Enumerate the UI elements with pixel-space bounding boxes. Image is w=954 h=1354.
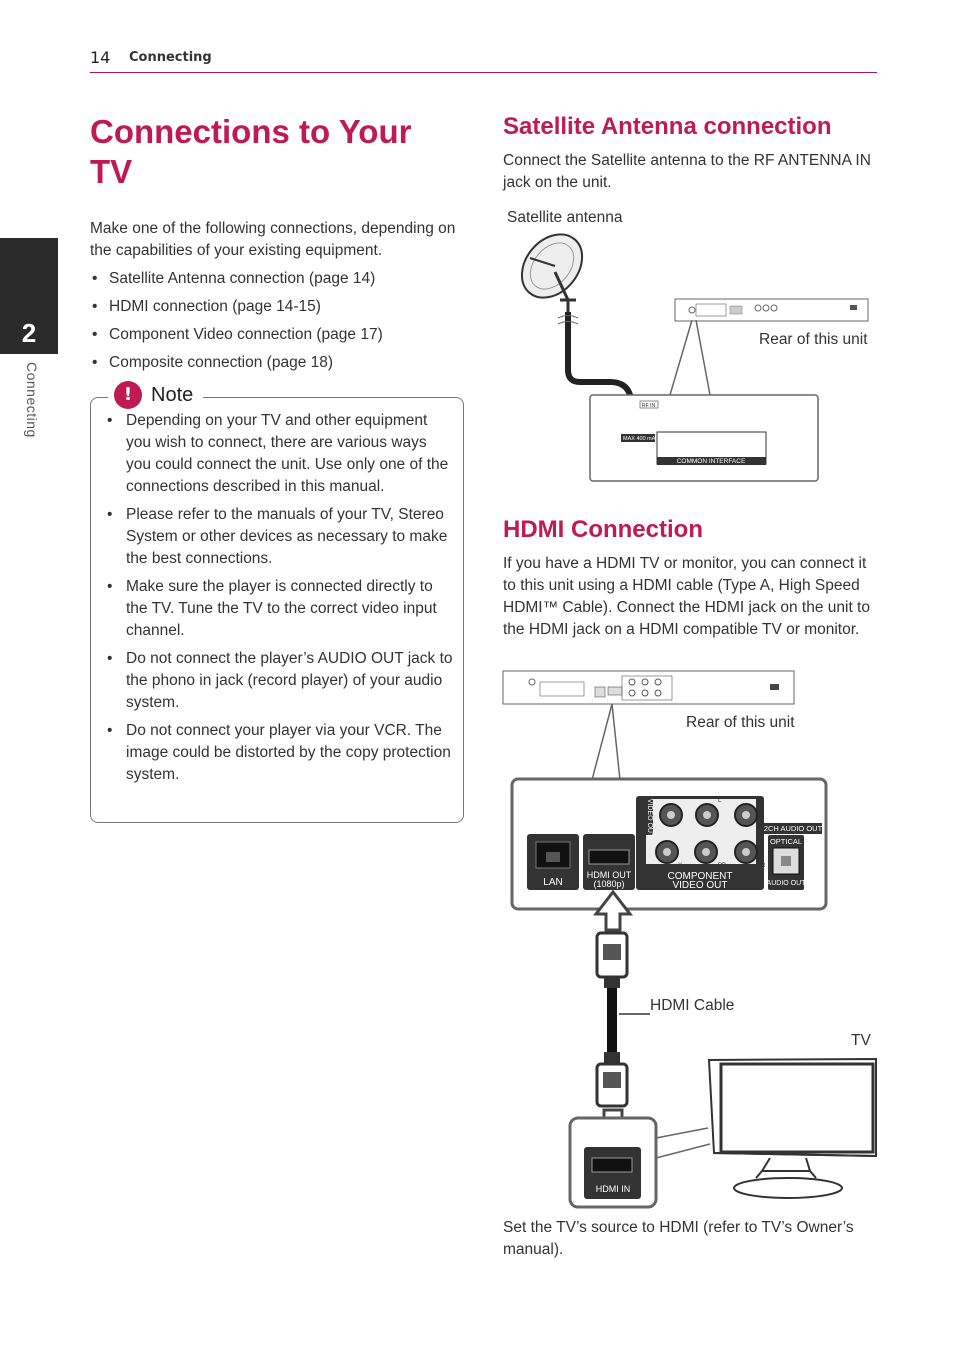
arrow-up-icon <box>592 889 634 932</box>
note-item: Please refer to the manuals of your TV, … <box>107 504 453 570</box>
svg-text:Y: Y <box>678 863 682 869</box>
antenna-cable <box>565 312 639 407</box>
svg-text:PB: PB <box>718 863 726 869</box>
svg-text:RF IN: RF IN <box>642 403 655 409</box>
header-divider <box>90 72 877 73</box>
satellite-dish-icon <box>520 233 584 312</box>
chapter-number: 2 <box>21 318 37 348</box>
tv-icon <box>707 1057 877 1199</box>
common-interface-label: COMMON INTERFACE <box>677 458 746 465</box>
satellite-description: Connect the Satellite antenna to the RF … <box>503 152 871 191</box>
audio-out-label: AUDIO OUT <box>767 880 807 887</box>
list-item: Satellite Antenna connection (page 14) <box>90 268 470 290</box>
rca-jacks <box>655 803 758 864</box>
satellite-antenna-label: Satellite antenna <box>507 209 623 226</box>
svg-text:R: R <box>757 798 762 804</box>
exclamation-icon: ! <box>114 381 142 409</box>
component-label-2: VIDEO OUT <box>672 880 727 891</box>
list-item: Composite connection (page 18) <box>90 352 470 374</box>
note-box <box>90 397 464 823</box>
note-list: Depending on your TV and other equipment… <box>107 410 453 792</box>
hdmi-description: If you have a HDMI TV or monitor, you ca… <box>503 555 870 638</box>
video-out-label: VIDEO OUT <box>646 799 653 838</box>
note-item: Depending on your TV and other equipment… <box>107 410 453 498</box>
satellite-section-title: Satellite Antenna connection <box>503 113 832 140</box>
hdmi-section-title: HDMI Connection <box>503 516 703 543</box>
component-label: COMPONENT <box>668 871 733 882</box>
lan-label: LAN <box>543 877 562 888</box>
svg-text:PR: PR <box>757 863 766 869</box>
note-item: Do not connect the player’s AUDIO OUT ja… <box>107 648 453 714</box>
page-title: Connections to Your TV <box>90 113 412 190</box>
optical-label: OPTICAL <box>770 837 802 846</box>
hdmi-final-note: Set the TV’s source to HDMI (refer to TV… <box>503 1219 854 1258</box>
note-title: Note <box>151 383 194 406</box>
rear-unit-label: Rear of this unit <box>759 331 868 348</box>
hdmi-cable-label: HDMI Cable <box>650 997 734 1014</box>
max-current-label: MAX 400 mA <box>623 436 656 442</box>
list-item: Component Video connection (page 17) <box>90 324 470 346</box>
chapter-label: Connecting <box>24 362 40 438</box>
hdmi-out-label: HDMI OUT <box>587 870 632 880</box>
satellite-diagram: Satellite antenna Rear of this unit RF I… <box>507 209 869 482</box>
intro-text: Make one of the following connections, d… <box>90 220 456 259</box>
connection-list: Satellite Antenna connection (page 14) H… <box>90 268 470 380</box>
header-section: Connecting <box>129 50 212 65</box>
chapter-tab <box>0 238 58 354</box>
note-heading: ! Note <box>108 381 204 409</box>
rear-unit-label: Rear of this unit <box>686 714 795 731</box>
page-number: 14 <box>90 48 111 67</box>
svg-text:L: L <box>718 798 722 804</box>
audio-2ch-label: 2CH AUDIO OUT <box>764 824 823 833</box>
tv-label: TV <box>851 1032 871 1049</box>
note-item: Make sure the player is connected direct… <box>107 576 453 642</box>
hdmi-out-resolution: (1080p) <box>593 879 624 889</box>
hdmi-diagram: Rear of this unit LAN HDMI OUT (1080p) V… <box>502 670 877 1209</box>
note-item: Do not connect your player via your VCR.… <box>107 720 453 786</box>
list-item: HDMI connection (page 14-15) <box>90 296 470 318</box>
unit-rear <box>502 670 795 705</box>
hdmi-in-label: HDMI IN <box>596 1184 631 1194</box>
